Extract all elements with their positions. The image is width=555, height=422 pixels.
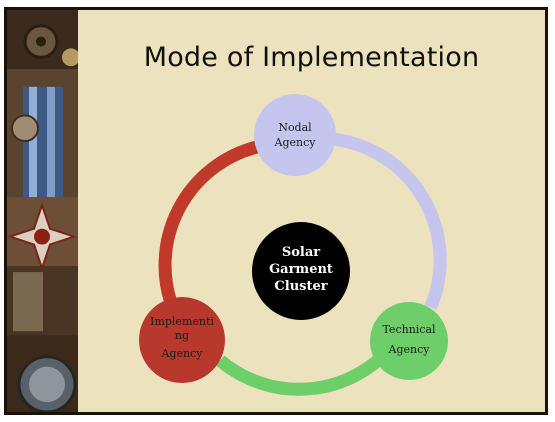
arc-implementing-to-nodal (158, 139, 262, 305)
node-technical-agency (370, 302, 448, 380)
node-technical-label: Technical Agency (367, 320, 451, 360)
node-implementing-line3: Agency (161, 347, 203, 360)
node-nodal-label: Nodal Agency (255, 120, 335, 150)
node-implementing-line1: Implementi (150, 315, 214, 328)
node-nodal-line1: Nodal (278, 121, 312, 134)
center-line1: Solar (281, 245, 321, 260)
node-implementing-line2: ng (174, 329, 190, 342)
node-nodal-line2: Agency (274, 136, 316, 149)
arc-nodal-to-technical (315, 131, 447, 310)
center-line2: Garment (269, 262, 333, 277)
node-nodal-agency (254, 94, 336, 176)
cycle-diagram (139, 94, 448, 396)
slide-title: Mode of Implementation (143, 42, 480, 73)
center-line3: Cluster (274, 279, 328, 294)
node-technical-line1: Technical (382, 323, 436, 336)
medal-collage-image (7, 10, 78, 412)
node-technical-line2: Agency (388, 343, 430, 356)
slide: Mode of Implementation Nodal Agency Tech… (4, 7, 548, 415)
node-implementing-agency (139, 297, 225, 383)
center-circle (252, 222, 350, 320)
center-label: Solar Garment Cluster (256, 244, 346, 295)
node-implementing-label: Implementi ng Agency (140, 315, 224, 361)
